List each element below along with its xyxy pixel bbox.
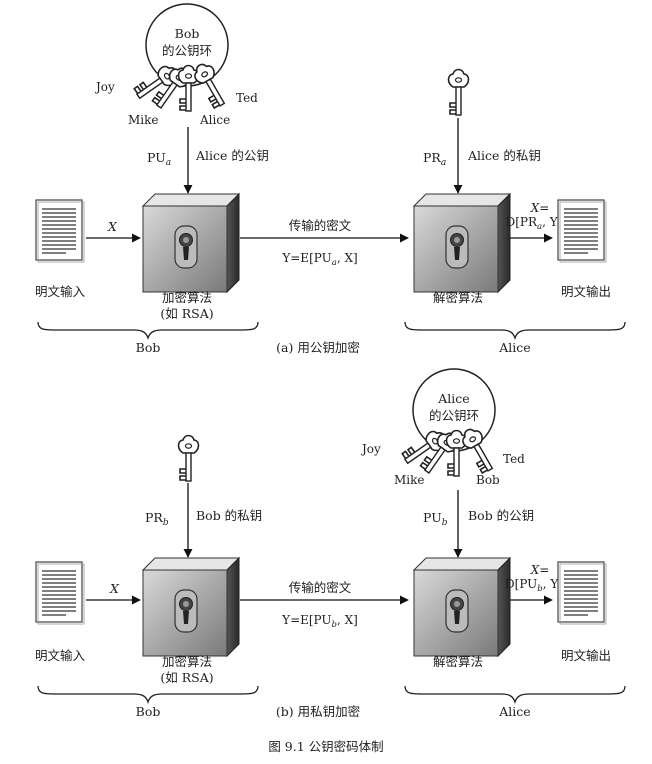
encrypt-algorithm-label: 加密算法 [162, 654, 212, 669]
output-formula-line1: X= [530, 563, 550, 577]
decrypt-algorithm-label: 解密算法 [433, 290, 483, 305]
keyring-b: Alice 的公钥环 Joy Mike Bob Ted [360, 368, 525, 487]
encrypt-key-desc: Bob 的私钥 [196, 508, 262, 523]
plaintext-output-label: 明文输出 [561, 284, 611, 299]
brace-left-a [37, 321, 259, 339]
brace-left-label: Bob [136, 340, 161, 355]
decrypt-algorithm-box [413, 193, 511, 293]
plaintext-output-doc-icon [557, 199, 607, 263]
decrypt-algorithm-box [413, 557, 511, 657]
output-formula-line2: D[PUb, Y] [505, 577, 563, 594]
keyring-key-label-joy: Joy [94, 80, 115, 94]
panel-b: Alice 的公钥环 Joy Mike Bob Ted PRb Bob 的私钥 … [35, 368, 626, 719]
keyring-key-label-mike: Mike [128, 113, 159, 127]
plaintext-input-doc-icon [35, 561, 85, 625]
decrypt-algorithm-label: 解密算法 [433, 654, 483, 669]
plaintext-output-doc-icon [557, 561, 607, 625]
brace-right-label: Alice [498, 704, 530, 719]
panel-a-caption: (a) 用公钥加密 [276, 340, 360, 355]
brace-right-b [404, 685, 626, 703]
encrypt-algorithm-box [142, 193, 240, 293]
plaintext-input-var: X [107, 219, 118, 234]
ciphertext-transmit-label: 传输的密文 [289, 218, 352, 233]
encrypt-key-symbol: PRb [145, 510, 169, 528]
plaintext-input-label: 明文输入 [35, 284, 86, 299]
keyring-key-label-mike: Mike [394, 473, 425, 487]
keyring-key-label-bob: Bob [476, 473, 500, 487]
ciphertext-formula: Y=E[PUa, X] [281, 251, 357, 268]
keyring-a: Bob 的公钥环 Joy Mike Alice Ted [94, 3, 258, 127]
plaintext-output-label: 明文输出 [561, 648, 611, 663]
panel-a: Bob 的公钥环 Joy Mike Alice Ted PUa Alice 的公… [35, 3, 626, 355]
output-formula-line1: X= [530, 201, 550, 215]
keyring-key-label-ted: Ted [236, 91, 258, 105]
encrypt-algorithm-label: 加密算法 [162, 290, 212, 305]
figure-caption: 图 9.1 公钥密码体制 [268, 739, 383, 754]
encrypt-algorithm-sublabel: (如 RSA) [160, 670, 213, 685]
plaintext-input-var: X [109, 581, 120, 596]
panel-b-caption: (b) 用私钥加密 [276, 704, 360, 719]
keyring-title-line2: 的公钥环 [162, 43, 212, 58]
plaintext-input-doc-icon [35, 199, 85, 263]
decrypt-key-symbol: PRa [423, 150, 446, 168]
decrypt-key-desc: Alice 的私钥 [467, 148, 541, 163]
decrypt-private-key-icon [447, 68, 470, 116]
keyring-key-label-alice: Alice [199, 113, 230, 127]
ciphertext-transmit-label: 传输的密文 [289, 580, 352, 595]
ciphertext-formula: Y=E[PUb, X] [281, 613, 358, 630]
keyring-title-line2: 的公钥环 [429, 408, 479, 423]
brace-left-label: Bob [136, 704, 161, 719]
decrypt-key-symbol: PUb [423, 510, 448, 528]
plaintext-input-label: 明文输入 [35, 648, 86, 663]
encrypt-key-symbol: PUa [147, 150, 171, 168]
brace-right-label: Alice [498, 340, 530, 355]
encrypt-algorithm-sublabel: (如 RSA) [160, 306, 213, 321]
keyring-key-label-ted: Ted [503, 452, 525, 466]
encrypt-algorithm-box [142, 557, 240, 657]
encrypt-key-desc: Alice 的公钥 [195, 148, 269, 163]
output-formula-line2: D[PRa, Y] [506, 215, 563, 232]
decrypt-key-desc: Bob 的公钥 [468, 508, 534, 523]
keyring-key-label-joy: Joy [360, 442, 381, 456]
keyring-title-line1: Alice [437, 391, 469, 406]
brace-right-a [404, 321, 626, 339]
encrypt-private-key-icon [177, 434, 200, 482]
brace-left-b [37, 685, 259, 703]
keyring-title-line1: Bob [175, 26, 200, 41]
